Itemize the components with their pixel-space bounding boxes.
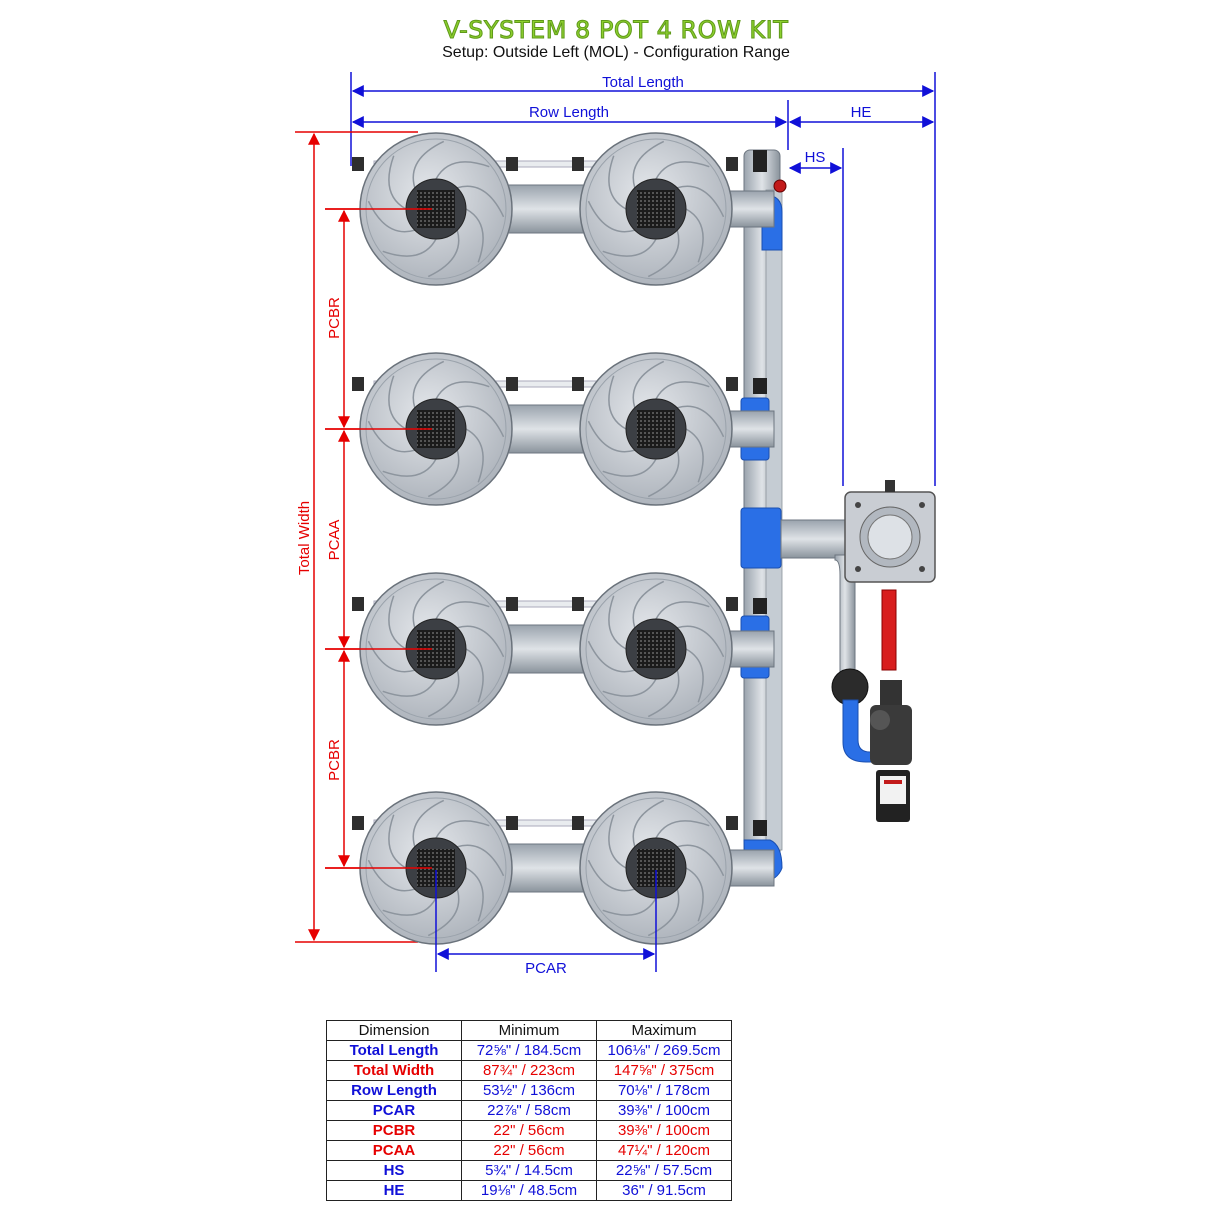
pot-grid xyxy=(325,132,775,945)
min-cell: 22" / 56cm xyxy=(461,1140,597,1161)
system-diagram: Total Length Row Length HE HS Total Widt… xyxy=(295,72,936,977)
hs-label: HS xyxy=(805,149,826,166)
page-subtitle: Setup: Outside Left (MOL) - Configuratio… xyxy=(442,44,790,61)
manifold-hose xyxy=(725,849,775,887)
valve-icon xyxy=(773,179,787,193)
manifold-hose xyxy=(725,410,775,448)
pot-connector-hose xyxy=(505,624,593,674)
min-cell: 22⅞" / 58cm xyxy=(461,1100,597,1121)
dim-row-length: Row Length xyxy=(351,100,789,150)
dimension-cell: Total Length xyxy=(326,1040,462,1061)
row-length-label: Row Length xyxy=(529,104,609,121)
dimension-cell: PCAA xyxy=(326,1140,462,1161)
drain-grid-icon xyxy=(637,410,675,448)
pot-row xyxy=(325,132,775,286)
header-minimum: Minimum xyxy=(461,1020,597,1041)
main-manifold xyxy=(740,149,787,886)
dimension-cell: Row Length xyxy=(326,1080,462,1101)
drain-grid-icon xyxy=(637,630,675,668)
pot-row xyxy=(325,572,775,726)
max-cell: 39⅜" / 100cm xyxy=(596,1100,732,1121)
table-header-row: Dimension Minimum Maximum xyxy=(326,1020,732,1041)
pot-row xyxy=(325,352,775,506)
pot-connector-hose xyxy=(505,184,593,234)
page-title: V-SYSTEM 8 POT 4 ROW KIT xyxy=(443,16,789,45)
dimension-cell: HE xyxy=(326,1180,462,1201)
pcbr-label-bottom: PCBR xyxy=(326,739,343,781)
pot xyxy=(572,352,738,506)
min-cell: 72⅝" / 184.5cm xyxy=(461,1040,597,1061)
min-cell: 22" / 56cm xyxy=(461,1120,597,1141)
max-cell: 36" / 91.5cm xyxy=(596,1180,732,1201)
max-cell: 106⅛" / 269.5cm xyxy=(596,1040,732,1061)
pot-row xyxy=(325,791,775,945)
max-cell: 70⅛" / 178cm xyxy=(596,1080,732,1101)
he-label: HE xyxy=(851,104,872,121)
min-cell: 87¾" / 223cm xyxy=(461,1060,597,1081)
pot xyxy=(352,132,518,286)
max-cell: 22⅝" / 57.5cm xyxy=(596,1160,732,1181)
pot-connector-hose xyxy=(505,404,593,454)
header-tank xyxy=(844,480,936,583)
min-cell: 19⅛" / 48.5cm xyxy=(461,1180,597,1201)
pot xyxy=(572,132,738,286)
max-cell: 147⅝" / 375cm xyxy=(596,1060,732,1081)
total-length-label: Total Length xyxy=(602,74,684,91)
dim-total-length: Total Length xyxy=(350,72,936,486)
header-maximum: Maximum xyxy=(596,1020,732,1041)
drain-grid-icon xyxy=(637,190,675,228)
pot xyxy=(352,572,518,726)
dim-hs: HS xyxy=(788,148,844,486)
total-width-label: Total Width xyxy=(296,501,313,575)
manifold-hose xyxy=(725,190,775,228)
min-cell: 5¾" / 14.5cm xyxy=(461,1160,597,1181)
pot xyxy=(352,352,518,506)
tank-feed-hose xyxy=(780,519,856,681)
pcar-label: PCAR xyxy=(525,960,567,977)
dim-pcar: PCAR xyxy=(435,870,657,977)
pot xyxy=(572,572,738,726)
max-cell: 39⅜" / 100cm xyxy=(596,1120,732,1141)
pot-connector-hose xyxy=(505,843,593,893)
pcaa-label: PCAA xyxy=(326,520,343,561)
dim-he: HE xyxy=(788,104,935,128)
dimension-cell: PCBR xyxy=(326,1120,462,1141)
dimension-cell: Total Width xyxy=(326,1060,462,1081)
pump-assembly xyxy=(831,589,912,822)
pcbr-label-top: PCBR xyxy=(326,297,343,339)
header-dimension: Dimension xyxy=(326,1020,462,1041)
min-cell: 53½" / 136cm xyxy=(461,1080,597,1101)
dimension-cell: PCAR xyxy=(326,1100,462,1121)
pot xyxy=(572,791,738,945)
max-cell: 47¼" / 120cm xyxy=(596,1140,732,1161)
dimension-cell: HS xyxy=(326,1160,462,1181)
manifold-hose xyxy=(725,630,775,668)
dim-total-width: Total Width xyxy=(295,131,418,943)
